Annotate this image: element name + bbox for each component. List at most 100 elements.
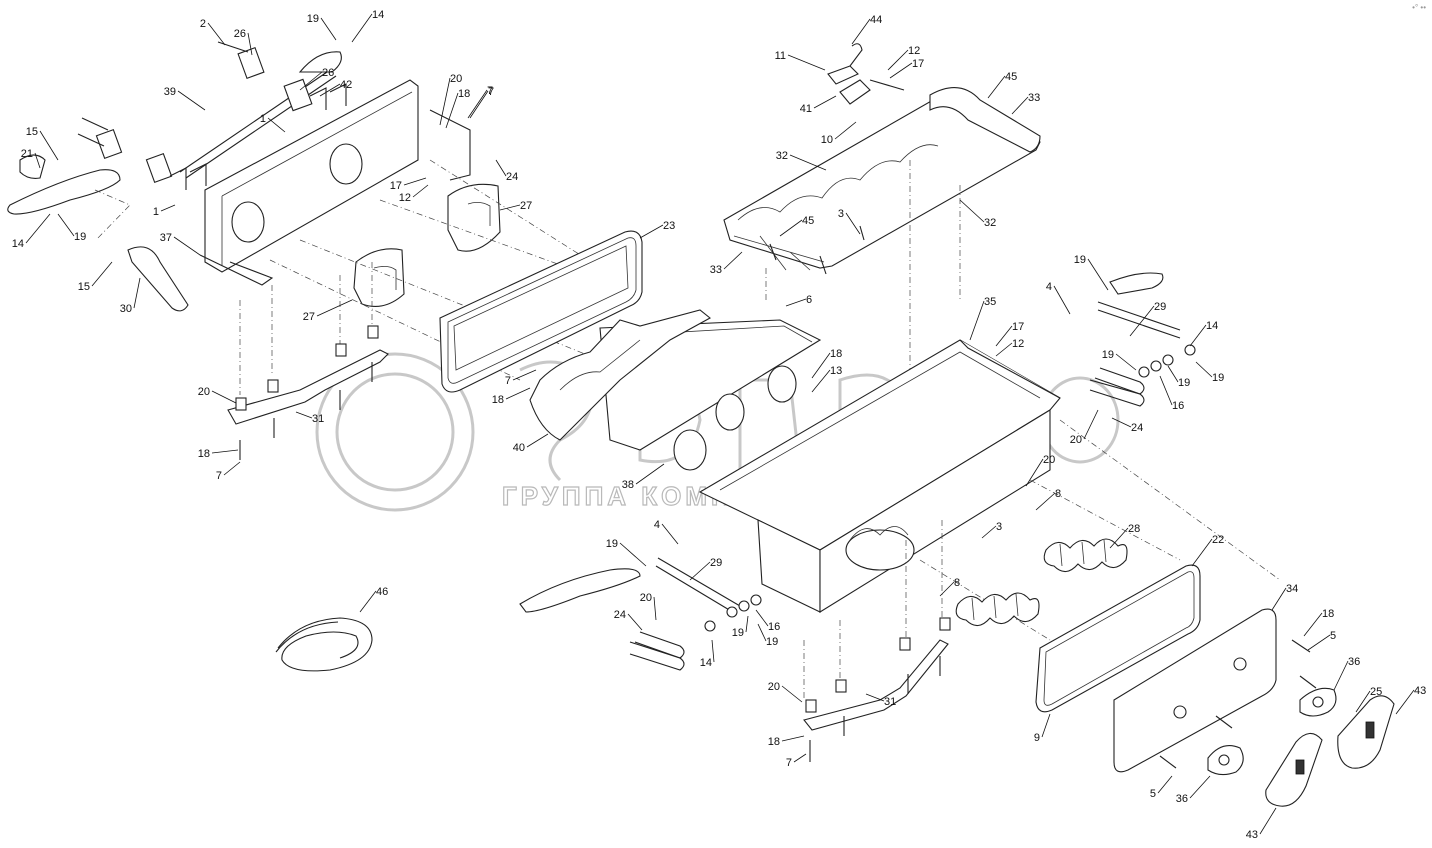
- callout-leader: [1011, 96, 1029, 115]
- callout-label: 20: [768, 681, 780, 693]
- callout-label: 22: [1212, 534, 1224, 546]
- callout-leader: [969, 300, 985, 341]
- callout-leader: [781, 685, 803, 703]
- callout-label: 12: [908, 45, 920, 57]
- callout-leader: [793, 753, 807, 763]
- callout-label: 7: [216, 470, 222, 482]
- callout-label: 16: [768, 621, 780, 633]
- callout-leader: [1271, 587, 1287, 611]
- callout-label: 20: [640, 592, 652, 604]
- callout-leader: [653, 596, 657, 621]
- callout-label: 24: [1131, 422, 1143, 434]
- callout-label: 38: [622, 479, 634, 491]
- callout-label: 33: [1028, 92, 1040, 104]
- callout-leader: [57, 213, 75, 237]
- callout-label: 20: [1070, 434, 1082, 446]
- callout-label: 3: [996, 521, 1002, 533]
- callout-label: 24: [506, 171, 518, 183]
- callout-leader: [39, 130, 59, 161]
- callout-leader: [1303, 612, 1323, 637]
- callout-leader: [247, 32, 253, 56]
- callout-label: 39: [164, 86, 176, 98]
- callout-label: 32: [776, 150, 788, 162]
- callout-leader: [512, 369, 537, 381]
- callout-label: 6: [806, 294, 812, 306]
- callout-leader: [811, 352, 831, 379]
- callout-label: 19: [307, 13, 319, 25]
- callout-leader: [177, 90, 206, 111]
- callout-label: 21: [21, 148, 33, 160]
- callout-label: 14: [372, 9, 384, 21]
- callout-leader: [1307, 634, 1331, 651]
- callout-leader: [787, 54, 826, 71]
- callout-label: 26: [234, 28, 246, 40]
- callout-leader: [1191, 538, 1213, 567]
- callout-leader: [781, 735, 805, 742]
- callout-label: 46: [376, 586, 388, 598]
- callout-leader: [1159, 375, 1173, 406]
- callout-label: 27: [520, 200, 532, 212]
- callout-label: 20: [198, 386, 210, 398]
- callout-label: 19: [766, 636, 778, 648]
- callout-label: 20: [450, 73, 462, 85]
- callout-leader: [995, 325, 1013, 347]
- callout-label: 19: [74, 231, 86, 243]
- callout-leader: [403, 177, 427, 186]
- callout-label: 1: [153, 206, 159, 218]
- callout-leader: [1041, 713, 1051, 738]
- callout-label: 15: [26, 126, 38, 138]
- callout-leader: [757, 623, 767, 642]
- callout-label: 9: [1034, 732, 1040, 744]
- callout-leader: [320, 17, 337, 41]
- callout-leader: [689, 561, 711, 581]
- callout-label: 7: [505, 375, 511, 387]
- callout-label: 20: [1043, 454, 1055, 466]
- callout-leader: [34, 152, 41, 169]
- callout-leader: [981, 525, 997, 539]
- callout-label: 17: [390, 180, 402, 192]
- callout-label: 13: [830, 365, 842, 377]
- callout-label: 29: [1154, 301, 1166, 313]
- callout-label: 5: [1150, 788, 1156, 800]
- callout-leader: [635, 463, 665, 485]
- callout-leader: [495, 159, 507, 177]
- callout-leader: [834, 121, 857, 140]
- callout-leader: [1053, 285, 1071, 315]
- top-cover-assembly: [723, 43, 1041, 370]
- callout-leader: [359, 590, 377, 613]
- callout-label: 18: [458, 88, 470, 100]
- callout-label: 19: [1102, 349, 1114, 361]
- callout-label: 43: [1414, 685, 1426, 697]
- callout-leader: [1087, 258, 1109, 291]
- callout-leader: [811, 369, 831, 393]
- callout-label: 14: [1206, 320, 1218, 332]
- callout-label: 40: [513, 442, 525, 454]
- callout-leader: [745, 615, 749, 633]
- callout-label: 4: [654, 519, 660, 531]
- callout-leader: [939, 581, 955, 597]
- callout-label: 12: [1012, 338, 1024, 350]
- callout-label: 11: [775, 50, 786, 62]
- callout-leader: [295, 411, 313, 419]
- callout-leader: [299, 71, 323, 91]
- callout-label: 23: [663, 220, 675, 232]
- callout-label: 12: [399, 192, 411, 204]
- callout-leader: [207, 22, 226, 46]
- callout-leader: [1083, 409, 1099, 440]
- corner-mark: •° ••: [1412, 3, 1426, 12]
- callout-label: 18: [768, 736, 780, 748]
- callout-label: 26: [322, 67, 334, 79]
- callout-label: 24: [614, 609, 626, 621]
- rear-plate-assembly: [1035, 564, 1395, 807]
- callout-leader: [133, 277, 141, 309]
- callout-leader: [987, 75, 1006, 99]
- callout-leader: [627, 613, 643, 631]
- callout-leader: [1333, 660, 1349, 691]
- front-panel-assembly: [7, 41, 631, 460]
- callout-leader: [526, 433, 549, 448]
- callout-label: 18: [830, 348, 842, 360]
- callout-leader: [887, 49, 909, 71]
- callout-leader: [889, 62, 913, 79]
- callout-leader: [1167, 365, 1179, 383]
